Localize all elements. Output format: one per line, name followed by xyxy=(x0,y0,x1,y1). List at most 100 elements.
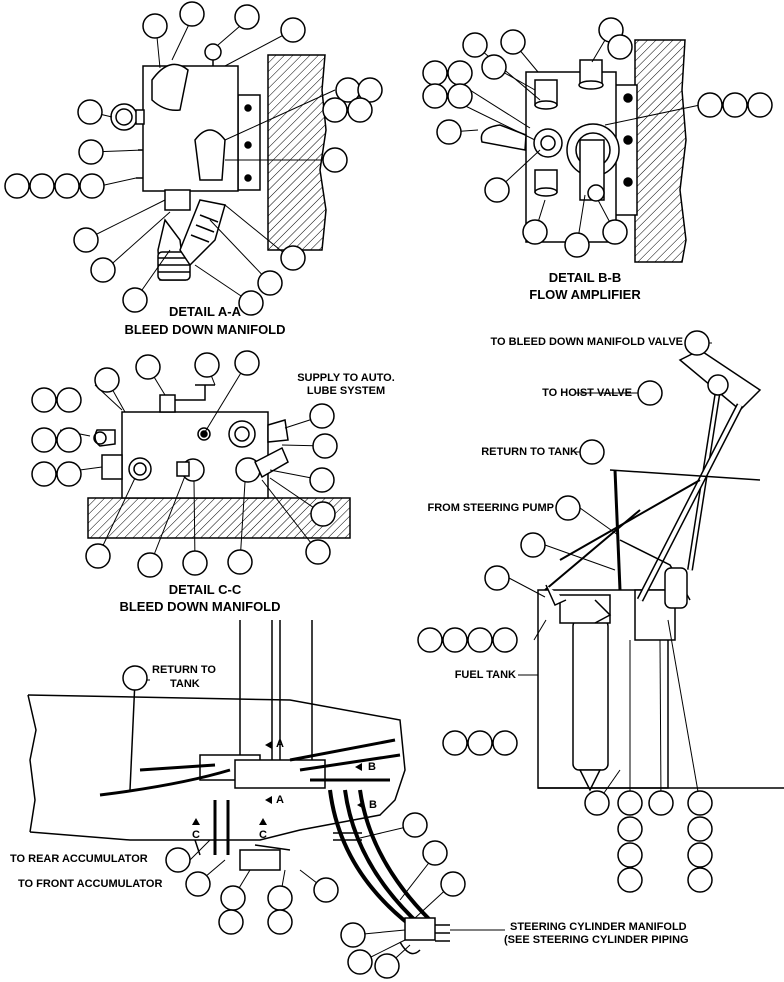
balloon xyxy=(617,867,643,893)
balloon xyxy=(347,949,373,975)
label-supply-auto-lube-1: SUPPLY TO AUTO. xyxy=(297,372,395,384)
label-to-front-accumulator: TO FRONT ACCUMULATOR xyxy=(18,878,163,890)
balloon xyxy=(617,790,643,816)
balloon xyxy=(467,730,493,756)
balloon xyxy=(747,92,773,118)
balloon xyxy=(374,953,400,979)
balloon xyxy=(417,627,443,653)
balloon xyxy=(122,287,148,313)
balloon xyxy=(462,32,488,58)
balloon xyxy=(4,173,30,199)
balloon xyxy=(313,877,339,903)
balloon xyxy=(122,665,148,691)
balloon xyxy=(238,290,264,316)
balloon xyxy=(436,119,462,145)
balloon xyxy=(194,352,220,378)
detail-cc-drawing xyxy=(87,384,351,539)
label-supply-auto-lube-2: LUBE SYSTEM xyxy=(306,385,386,397)
balloon xyxy=(56,461,82,487)
balloon xyxy=(402,812,428,838)
balloon xyxy=(442,627,468,653)
balloon xyxy=(309,467,335,493)
balloon xyxy=(90,257,116,283)
section-arrows xyxy=(192,741,364,825)
balloon xyxy=(234,350,260,376)
detail-aa-title: DETAIL A-A xyxy=(169,304,241,319)
balloon xyxy=(227,549,253,575)
detail-bb-title: DETAIL B-B xyxy=(548,270,622,285)
balloon xyxy=(165,847,191,873)
balloon xyxy=(687,842,713,868)
detail-bb-subtitle: FLOW AMPLIFIER xyxy=(529,287,641,302)
balloon xyxy=(617,842,643,868)
balloon xyxy=(56,427,82,453)
balloon xyxy=(78,139,104,165)
balloon xyxy=(484,565,510,591)
section-mark-a-lower: A xyxy=(276,794,284,806)
label-steering-cylinder-manifold-2: (SEE STEERING CYLINDER PIPING xyxy=(504,934,689,946)
detail-aa-subtitle: BLEED DOWN MANIFOLD xyxy=(124,322,286,337)
balloon xyxy=(182,550,208,576)
balloon xyxy=(500,29,526,55)
balloon xyxy=(447,60,473,86)
balloon xyxy=(584,790,610,816)
label-from-steering-pump: FROM STEERING PUMP xyxy=(427,502,554,514)
label-return-to-tank-left-2: TANK xyxy=(170,678,200,690)
balloon xyxy=(31,427,57,453)
balloon xyxy=(607,34,633,60)
balloon xyxy=(684,330,710,356)
balloon xyxy=(135,354,161,380)
balloon xyxy=(267,885,293,911)
balloon xyxy=(179,1,205,27)
detail-cc-subtitle: BLEED DOWN MANIFOLD xyxy=(119,599,281,614)
balloon xyxy=(322,97,348,123)
section-mark-b-upper: B xyxy=(368,761,376,773)
detail-bb-drawing xyxy=(480,39,687,263)
fuel-tank-drawing xyxy=(537,349,784,792)
label-return-to-tank: RETURN TO TANK xyxy=(481,446,578,458)
balloon xyxy=(137,552,163,578)
balloon xyxy=(31,387,57,413)
balloon xyxy=(257,270,283,296)
balloon xyxy=(481,54,507,80)
balloon xyxy=(555,495,581,521)
balloon xyxy=(484,177,510,203)
balloon xyxy=(56,387,82,413)
balloon xyxy=(697,92,723,118)
label-return-to-tank-left-1: RETURN TO xyxy=(152,664,216,676)
balloon xyxy=(357,77,383,103)
callout-balloons xyxy=(4,1,773,979)
balloon xyxy=(347,97,373,123)
balloon xyxy=(602,219,628,245)
balloon xyxy=(218,909,244,935)
balloon xyxy=(492,730,518,756)
label-fuel-tank: FUEL TANK xyxy=(454,669,516,681)
balloon xyxy=(492,627,518,653)
balloon xyxy=(687,790,713,816)
balloon xyxy=(440,871,466,897)
section-mark-c-right: C xyxy=(259,829,267,841)
label-to-hoist-valve: TO HOIST VALVE xyxy=(542,387,632,399)
balloon xyxy=(185,871,211,897)
section-mark-b-lower: B xyxy=(369,799,377,811)
balloon xyxy=(31,461,57,487)
balloon xyxy=(617,816,643,842)
balloon xyxy=(94,367,120,393)
balloon xyxy=(280,245,306,271)
balloon xyxy=(637,380,663,406)
balloon xyxy=(422,840,448,866)
detail-aa-drawing xyxy=(110,43,327,281)
main-assembly-drawing xyxy=(27,620,450,955)
balloon xyxy=(312,433,338,459)
balloon xyxy=(467,627,493,653)
balloon xyxy=(564,232,590,258)
balloon xyxy=(29,173,55,199)
balloon xyxy=(522,219,548,245)
balloon xyxy=(309,403,335,429)
label-steering-cylinder-manifold-1: STEERING CYLINDER MANIFOLD xyxy=(510,921,687,933)
balloon xyxy=(422,60,448,86)
balloon xyxy=(220,885,246,911)
balloon xyxy=(310,501,336,527)
detail-cc-title: DETAIL C-C xyxy=(168,582,242,597)
